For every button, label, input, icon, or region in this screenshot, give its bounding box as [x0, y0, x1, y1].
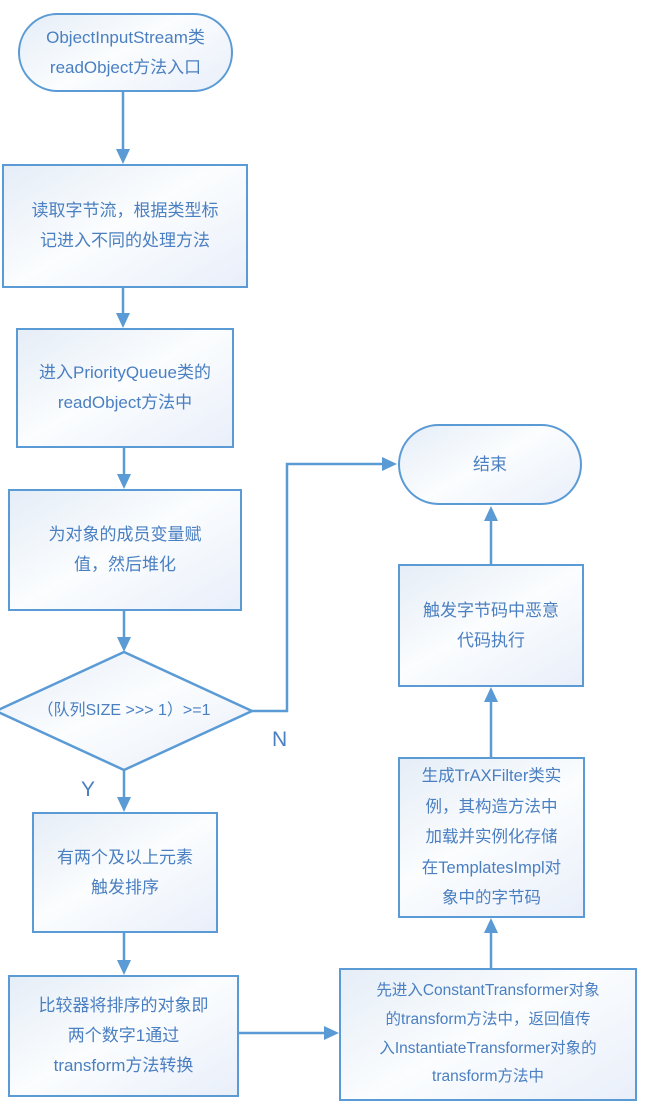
priority-queue-box: 进入PriorityQueue类的 readObject方法中 — [16, 328, 234, 448]
assign-members-box: 为对象的成员变量赋 值，然后堆化 — [8, 489, 242, 611]
arrowhead-decision-no-to-end — [382, 457, 397, 471]
arrowhead-trigger-sort-to-comparator — [117, 960, 131, 975]
arrowhead-decision-yes-to-trigger-sort — [117, 797, 131, 812]
arrow-decision-no-to-end — [252, 462, 382, 713]
execute-malicious-box: 触发字节码中恶意 代码执行 — [398, 564, 584, 687]
comparator-transform-box: 比较器将排序的对象即 两个数字1通过 transform方法转换 — [8, 975, 239, 1097]
start-node: ObjectInputStream类 readObject方法入口 — [18, 13, 233, 92]
arrowhead-assign-members-to-decision — [117, 637, 131, 652]
decision-label: （队列SIZE >>> 1）>=1 — [37, 702, 211, 719]
arrowhead-priority-queue-to-assign-members — [117, 474, 131, 489]
arrowhead-trax-filter-to-execute-malicious — [484, 687, 498, 702]
arrowhead-constant-transformer-to-trax-filter — [484, 918, 498, 933]
yes-branch-label: Y — [81, 778, 96, 801]
arrowhead-read-bytes-to-priority-queue — [116, 313, 130, 328]
arrowhead-start-to-read-bytes — [116, 149, 130, 164]
arrowhead-execute-malicious-to-end — [484, 506, 498, 521]
constant-transformer-box: 先进入ConstantTransformer对象 的transform方法中，返… — [339, 968, 637, 1101]
no-branch-label: N — [272, 728, 288, 751]
trigger-sort-box: 有两个及以上元素 触发排序 — [32, 812, 218, 933]
read-bytes-box: 读取字节流，根据类型标 记进入不同的处理方法 — [2, 164, 248, 288]
trax-filter-box: 生成TrAXFilter类实 例，其构造方法中 加载并实例化存储 在Templa… — [398, 757, 585, 918]
arrowhead-comparator-to-constant-transformer — [324, 1026, 339, 1040]
end-node: 结束 — [398, 424, 582, 505]
